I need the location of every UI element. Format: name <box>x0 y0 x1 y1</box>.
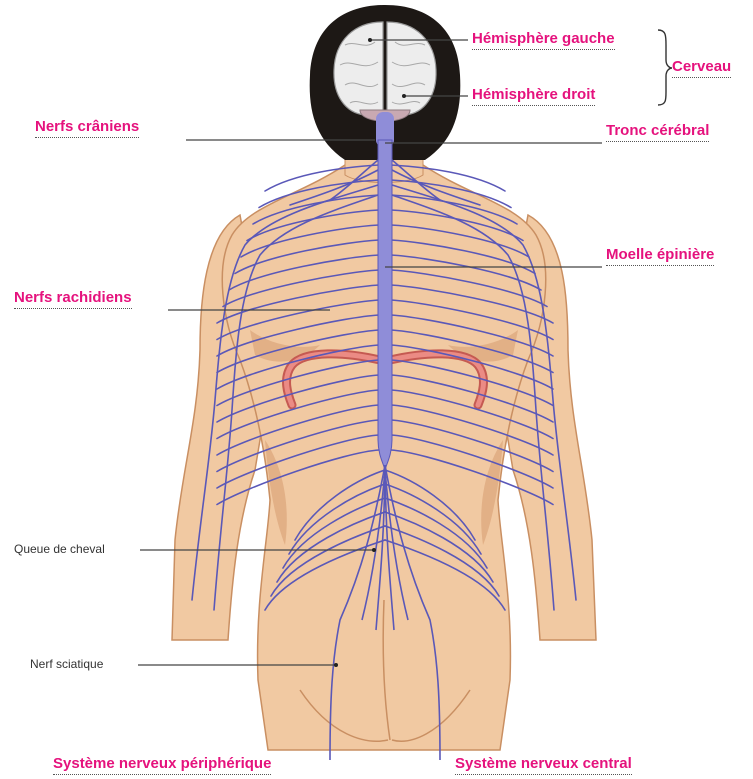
label-brain: Cerveau <box>672 58 731 78</box>
footer-peripheral-system: Système nerveux périphérique <box>53 755 271 775</box>
head <box>310 5 461 160</box>
cerveau-bracket <box>658 30 672 105</box>
label-spinal-nerves: Nerfs rachidiens <box>14 289 132 309</box>
label-cranial-nerves: Nerfs crâniens <box>35 118 139 138</box>
label-brainstem: Tronc cérébral <box>606 122 709 142</box>
label-hemisphere-left: Hémisphère gauche <box>472 30 615 50</box>
footer-central-system: Système nerveux central <box>455 755 632 775</box>
label-sciatic-nerve: Nerf sciatique <box>30 657 103 671</box>
label-cauda-equina: Queue de cheval <box>14 542 105 556</box>
label-spinal-cord: Moelle épinière <box>606 246 714 266</box>
spinal-cord <box>378 140 392 470</box>
label-hemisphere-right: Hémisphère droit <box>472 86 595 106</box>
